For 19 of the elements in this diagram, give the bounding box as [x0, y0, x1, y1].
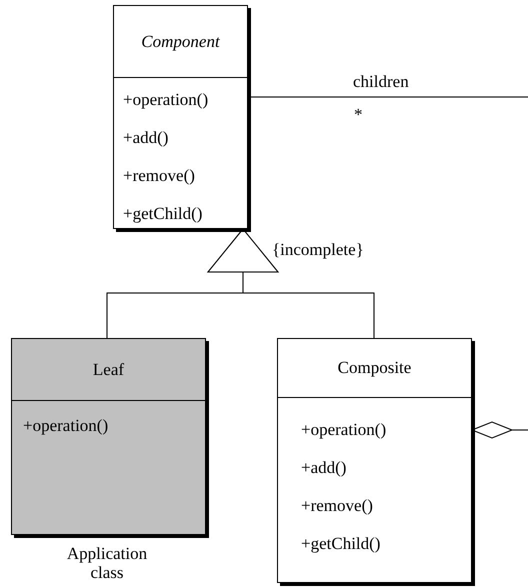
- method-name: +remove(): [301, 496, 374, 516]
- multiplicity-label: *: [354, 105, 362, 125]
- method-name: +getChild(): [123, 204, 204, 224]
- method-name: +getChild(): [301, 534, 382, 554]
- method-name: +add(): [123, 128, 170, 148]
- method-name: +add(): [301, 458, 348, 478]
- constraint-label: {incomplete}: [272, 240, 364, 260]
- method-name: +operation(): [23, 416, 110, 436]
- class-box: [11, 338, 206, 535]
- class-box: [277, 338, 472, 583]
- class-caption: Application class: [66, 544, 148, 582]
- class-name: Component: [141, 32, 220, 52]
- class-name: Composite: [338, 358, 412, 378]
- method-name: +operation(): [301, 420, 388, 440]
- class-name: Leaf: [92, 360, 124, 380]
- class-box: [113, 5, 248, 229]
- role-label: children: [353, 72, 409, 92]
- method-name: +operation(): [123, 90, 210, 110]
- method-name: +remove(): [123, 166, 196, 186]
